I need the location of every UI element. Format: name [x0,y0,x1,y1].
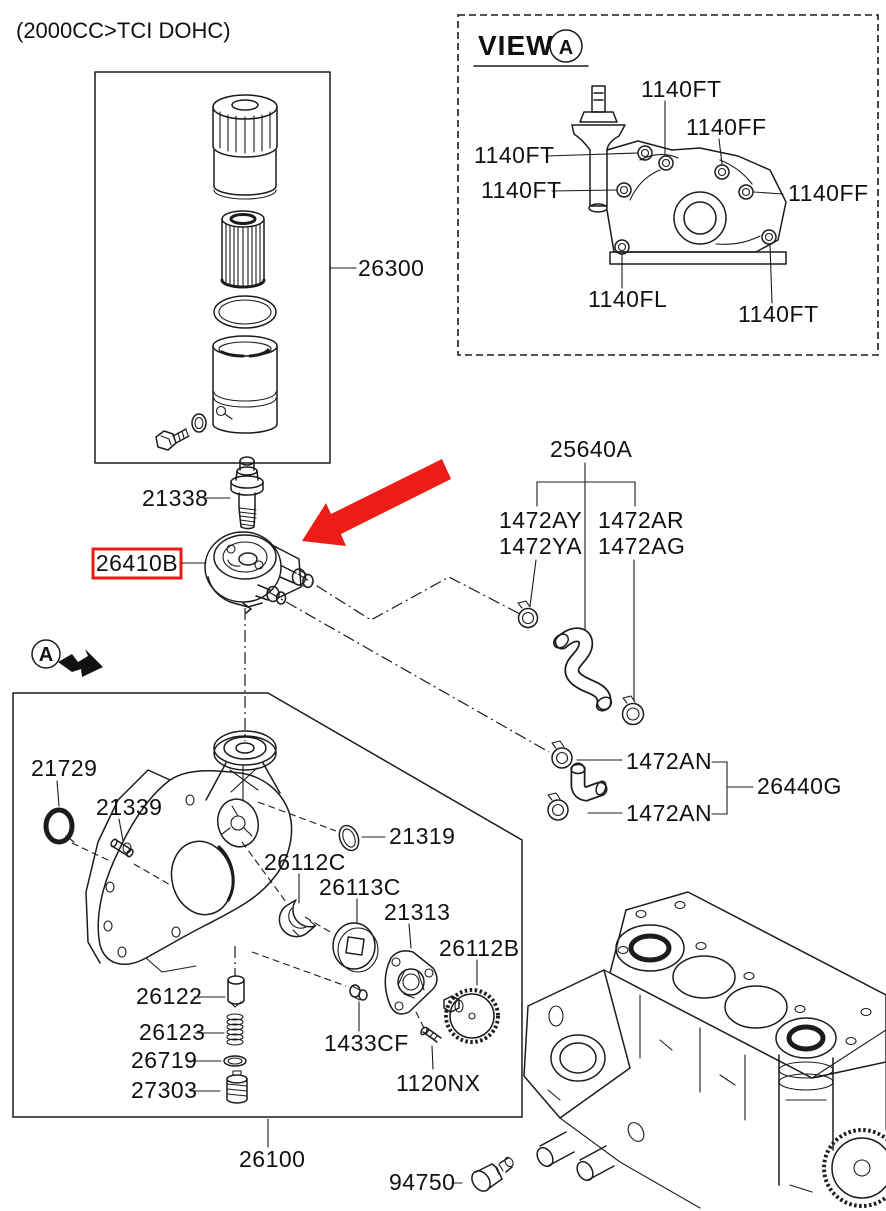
plug-27303 [226,1070,248,1104]
callout-94750[interactable]: 94750 [389,1169,455,1195]
callout-26123[interactable]: 26123 [139,1019,205,1045]
oil-pump-drawing [85,730,293,973]
leader-1140ff-right [753,191,784,195]
leader-21729 [56,780,60,807]
callout-1120NX[interactable]: 1120NX [396,1070,480,1096]
pump-assembly-box [12,692,523,1118]
oil-filter-assembly-box [94,71,331,464]
bracket-26440G [711,761,754,815]
leader-1140ft-left1 [545,152,638,157]
callout-1472AY[interactable]: 1472AY [499,507,582,533]
bracket-25640A [536,481,636,507]
pressure-switch-drawing [471,1156,514,1192]
callout-26113C[interactable]: 26113C [319,874,401,900]
callout-21319[interactable]: 21319 [389,823,455,849]
projection-line-cooler-to-upper-hose [297,573,521,621]
water-hose-25640A-drawing [553,627,613,712]
red-annotation-arrow [302,459,451,546]
callout-21729[interactable]: 21729 [31,755,97,781]
callout-26122[interactable]: 26122 [136,983,202,1009]
bearing-26112C [278,899,317,938]
leader-1120NX [431,1045,434,1070]
callout-26112C[interactable]: 26112C [264,849,346,875]
view-a-bolts [614,145,777,255]
view-title: VIEW [478,30,554,61]
clamp-1472AY-drawing [517,600,539,629]
oil-filter-cartridge-drawing [212,94,278,200]
detail-a-arrow-icon [58,649,103,677]
relief-spring-26123 [226,1013,244,1046]
hint-line-1120NX [415,1011,425,1029]
callout-26410B: 26410B [96,550,178,576]
engine-block-drawing [523,891,886,1209]
highlight-callout-26410B[interactable]: 26410B [91,547,183,580]
callout-1472AN-lower[interactable]: 1472AN [626,800,712,826]
projection-line-cooler-to-lower-hose [266,590,550,753]
callout-26100[interactable]: 26100 [239,1146,305,1172]
callout-26112B[interactable]: 26112B [439,935,520,961]
clamp-1472AG-drawing [621,695,645,726]
callout-1140FT-top[interactable]: 1140FT [641,76,722,102]
callout-1140FF-top[interactable]: 1140FF [686,114,767,140]
page-title: (2000CC>TCI DOHC) [16,18,231,43]
detail-a-marker: A [31,639,103,677]
filter-element-drawing [220,210,266,289]
view-marker-a: A [559,37,573,59]
callout-1140FT-bottom[interactable]: 1140FT [738,301,819,327]
gasket-26719 [223,1055,247,1067]
hint-line-seal-pin [71,842,173,887]
clamp-1472AN-lower-drawing [547,792,569,821]
hint-line-oring [257,801,337,832]
callout-1433CF[interactable]: 1433CF [324,1030,409,1056]
relief-plunger-26122 [227,975,245,1008]
callout-1472AG[interactable]: 1472AG [598,533,685,559]
callout-1472AN-upper[interactable]: 1472AN [626,748,712,774]
callout-26300[interactable]: 26300 [358,255,424,281]
drive-gear-26112B [443,988,500,1044]
pump-cover-21313 [384,950,438,1015]
detail-marker-a: A [39,644,53,666]
union-bolt-drawing [230,456,264,530]
callout-1140FF-right[interactable]: 1140FF [788,180,869,206]
callout-26719[interactable]: 26719 [131,1047,197,1073]
filter-oring-drawing [213,295,277,329]
leader-1140ff-top [718,138,723,165]
callout-21313[interactable]: 21313 [384,899,450,925]
view-a-inset: VIEW A 114 [457,14,879,356]
spring-pin-1433CF [349,984,368,1001]
view-a-pump-drawing [571,85,787,265]
callout-1140FT-left1[interactable]: 1140FT [474,142,555,168]
oil-cooler-drawing [204,531,314,614]
callout-26440G[interactable]: 26440G [757,773,842,799]
leader-21339 [118,818,124,842]
callout-21339[interactable]: 21339 [96,794,162,820]
leader-1140ft-bottom [769,244,773,304]
filter-cup-drawing [212,335,278,434]
callout-27303[interactable]: 27303 [131,1077,197,1103]
leader-1472AY [529,559,537,607]
callout-21338[interactable]: 21338 [142,485,208,511]
oring-21319 [338,824,360,852]
bolt-1120NX [420,1026,442,1043]
hose-26440G-drawing [570,762,608,802]
hint-line-bearing [241,841,287,903]
callout-1140FT-left2[interactable]: 1140FT [481,177,562,203]
callout-25640A[interactable]: 25640A [550,436,632,462]
leader-1140ft-left2 [551,189,617,192]
clamp-1472AN-upper-drawing [551,740,573,769]
dowel-pin-21339 [110,838,134,858]
callout-1472AR[interactable]: 1472AR [598,507,684,533]
hint-line-1433CF [251,951,347,987]
hint-line-rotor [304,916,333,934]
callout-1140FL[interactable]: 1140FL [588,286,667,312]
callout-1472YA[interactable]: 1472YA [499,533,582,559]
drain-bolt-drawing [155,428,190,451]
front-seal-21729 [43,807,75,845]
leader-21313 [408,923,412,949]
inner-rotor-26113C [332,922,379,973]
hose-group: 25640A 1472AY 1472YA 1472AR 1472AG [499,436,842,826]
drain-washer-drawing [191,413,207,433]
